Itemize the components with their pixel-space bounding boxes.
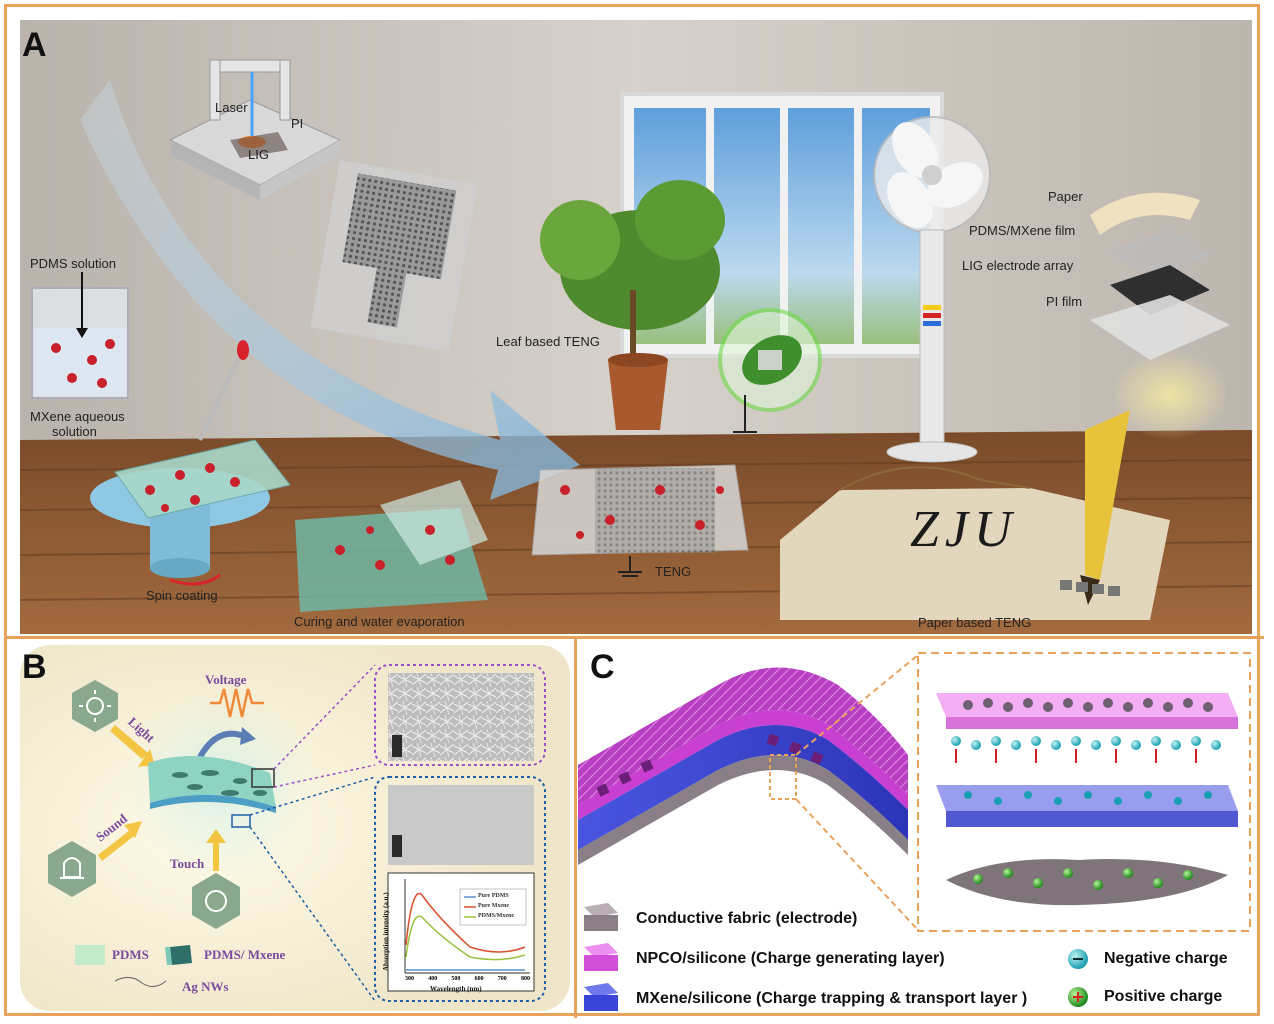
spectrum-xtick: 600 (474, 976, 484, 982)
ag-nws-legend-label: Ag NWs (182, 979, 229, 994)
pdms-legend-label: PDMS (112, 947, 149, 962)
panel-c-diagram (578, 652, 1251, 1011)
voltage-label: Voltage (205, 672, 247, 687)
figure-frame (4, 4, 1260, 1016)
curing-label: Curing and water evaporation (294, 614, 465, 629)
lig-electrode-array-label: LIG electrode array (962, 258, 1074, 273)
panel-divider-vertical (574, 638, 577, 1018)
spectrum-xtick: 300 (405, 976, 414, 982)
spectrum-xtick: 400 (428, 976, 438, 982)
spectrum-legend-pdms: Pure PDMS (478, 893, 509, 899)
panel-b-diagram (20, 645, 570, 1011)
spectrum-ylabel: Absorption intensity (a.u.) (382, 892, 390, 971)
panel-a-scene (20, 20, 1252, 634)
panel-a-letter: A (22, 26, 47, 64)
pdms-solution-label: PDMS solution (30, 256, 116, 271)
spectrum-xtick: 500 (451, 976, 461, 982)
laser-label: Laser (215, 100, 248, 115)
legend-negative-charge: Negative charge (1104, 950, 1228, 967)
spectrum-xtick: 700 (497, 976, 507, 982)
pi-short-label: PI (291, 116, 304, 131)
paper-writing-text: ZJU (910, 501, 1018, 558)
spin-coating-label: Spin coating (146, 588, 218, 603)
pi-film-label: PI film (1046, 294, 1083, 309)
panel-c-letter: C (590, 648, 615, 686)
teng-label: TENG (655, 564, 692, 579)
spectrum-xlabel: Wavelength (nm) (430, 985, 482, 993)
spectrum-legend-pdms-mxene: PDMS/Mxene (478, 913, 514, 919)
panel-b-letter: B (22, 648, 47, 686)
panel-divider-horizontal (4, 636, 1264, 639)
mxene-aqueous-label-line2: solution (52, 424, 97, 439)
pdms-mxene-film-label: PDMS/MXene film (969, 223, 1076, 238)
leaf-teng-label: Leaf based TENG (496, 334, 600, 349)
paper-layer-label: Paper (1048, 189, 1083, 204)
legend-positive-charge: Positive charge (1104, 988, 1223, 1005)
legend-conductive-fabric: Conductive fabric (electrode) (636, 910, 858, 927)
spectrum-legend-mxene: Pure Mxene (478, 903, 510, 909)
legend-npco-silicone: NPCO/silicone (Charge generating layer) (636, 950, 945, 967)
paper-teng-label: Paper based TENG (918, 615, 1032, 630)
spectrum-xticks: 300 400 500 600 700 800 (405, 976, 530, 982)
lig-label: LIG (248, 147, 269, 162)
mxene-aqueous-label: MXene aqueous (30, 409, 125, 424)
spectrum-xtick: 800 (520, 976, 530, 982)
touch-label: Touch (170, 856, 205, 871)
pdms-mxene-legend-label: PDMS/ Mxene (204, 947, 286, 962)
legend-mxene-silicone: MXene/silicone (Charge trapping & transp… (636, 990, 1028, 1007)
